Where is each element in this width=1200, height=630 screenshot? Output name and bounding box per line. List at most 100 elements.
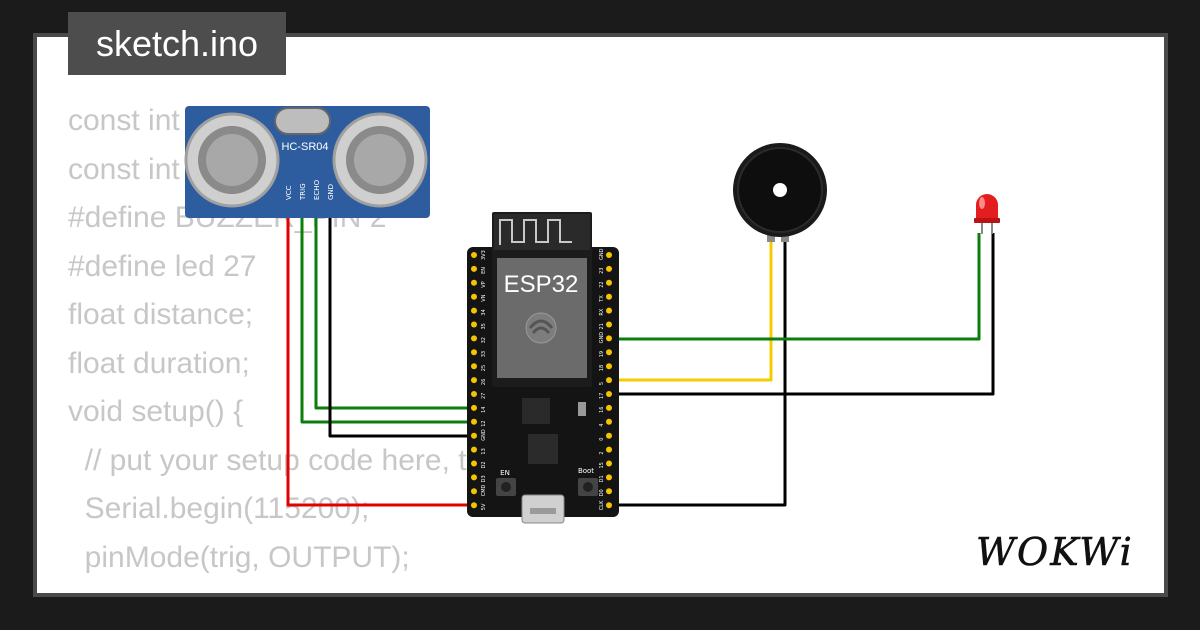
left-pin[interactable] (471, 265, 477, 272)
wire-led-green[interactable] (609, 233, 981, 341)
left-pin[interactable] (471, 488, 477, 495)
left-pin[interactable] (471, 391, 477, 397)
right-pin-label: 18 (599, 365, 605, 371)
code-line: float distance; (68, 298, 254, 331)
sensor-model-label: HC-SR04 (281, 141, 328, 153)
code-line: #define led 27 (68, 249, 257, 283)
left-pin-label: D2 (481, 461, 487, 468)
right-pin[interactable] (606, 474, 612, 481)
wire-vcc-red[interactable] (286, 205, 472, 507)
file-tab-label: sketch.ino (95, 22, 259, 64)
wire-led-black[interactable] (609, 233, 995, 396)
left-pin-label: CMD (481, 484, 487, 496)
code-line: void setup() { (68, 395, 244, 428)
left-pin[interactable] (471, 335, 477, 342)
right-pin-label: 15 (599, 462, 605, 468)
right-pin[interactable] (606, 446, 612, 453)
wire-echo-green[interactable] (314, 205, 472, 410)
left-pin[interactable] (471, 474, 477, 481)
right-pin-label: 17 (599, 393, 605, 399)
left-pin[interactable] (471, 418, 477, 425)
left-pin-label: 26 (481, 379, 487, 385)
left-pin-label: 27 (481, 393, 487, 399)
right-pin[interactable] (606, 265, 612, 272)
right-pin-label: TX (599, 295, 605, 303)
left-pin-label: 25 (481, 365, 487, 371)
right-pin-label: 0 (599, 438, 605, 441)
left-pin[interactable] (471, 307, 477, 314)
right-pin-label: D1 (599, 475, 605, 482)
right-pin[interactable] (606, 363, 612, 370)
left-pin[interactable] (471, 404, 477, 411)
left-pin[interactable] (471, 502, 477, 509)
right-pin[interactable] (606, 293, 612, 300)
right-pin[interactable] (606, 391, 612, 397)
wire-trig-green[interactable] (300, 205, 472, 424)
right-pin-label: GND (599, 332, 605, 344)
left-pin-label: EN (481, 267, 487, 274)
left-pin[interactable] (471, 293, 477, 300)
esp32-board[interactable]: ESP32 EN Boot 3V3ENVPVN34353233252627141… (467, 212, 619, 524)
right-pin-label: GND (599, 248, 605, 260)
right-pin[interactable] (606, 252, 612, 258)
sensor-pin-vcc: VCC (285, 185, 293, 200)
left-pin-label: 13 (481, 448, 487, 454)
right-pin[interactable] (606, 377, 612, 384)
left-pin[interactable] (471, 446, 477, 453)
right-pin[interactable] (606, 432, 612, 439)
left-pin[interactable] (471, 432, 477, 439)
right-pin-label: 19 (599, 351, 605, 357)
left-pin[interactable] (471, 377, 477, 384)
left-pin-label: VP (481, 281, 487, 287)
right-pin[interactable] (606, 335, 612, 342)
right-pin-label: 2 (599, 451, 605, 454)
left-pin[interactable] (471, 460, 477, 467)
right-pin[interactable] (606, 488, 612, 495)
sensor-pin-gnd: GND (327, 184, 335, 200)
left-pin-label: 32 (481, 337, 487, 343)
right-pin[interactable] (606, 307, 612, 314)
file-tab[interactable]: sketch.ino (68, 12, 286, 75)
ultrasonic-sensor[interactable]: HC-SR04 VCC TRIG ECHO GND (184, 106, 430, 218)
wokwi-logo-text: WOKWi (976, 530, 1134, 574)
right-pin[interactable] (606, 279, 612, 286)
code-line: pinMode(echo, INPUT); (68, 582, 617, 593)
right-pin[interactable] (606, 349, 612, 356)
right-pin-label: CLK (599, 500, 605, 510)
right-pin[interactable] (606, 321, 612, 328)
left-pin-header: 3V3ENVPVN343532332526271412GND13D2D3CMD5… (471, 250, 487, 510)
left-pin-label: 3V3 (481, 250, 487, 260)
buzzer[interactable] (733, 143, 827, 242)
right-pin[interactable] (606, 418, 612, 425)
left-pin-label: D3 (481, 475, 487, 482)
left-pin-label: 5V (481, 503, 487, 510)
red-led[interactable] (974, 194, 1000, 234)
left-pin[interactable] (471, 279, 477, 286)
right-pin-label: 21 (599, 323, 605, 329)
wire-gnd-black[interactable] (328, 205, 472, 438)
wokwi-logo: WOKWi (976, 527, 1151, 580)
right-pin-label: 5 (599, 382, 605, 385)
left-pin[interactable] (471, 349, 477, 356)
left-pin-label: 14 (481, 407, 487, 413)
esp32-label: ESP32 (504, 271, 579, 298)
left-pin[interactable] (471, 363, 477, 370)
en-label: EN (500, 469, 510, 477)
right-pin-label: 4 (599, 424, 605, 427)
left-pin-label: GND (481, 429, 487, 441)
left-pin-label: 35 (481, 323, 487, 329)
right-pin-label: 16 (599, 407, 605, 413)
right-pin-label: D0 (599, 489, 605, 496)
right-pin[interactable] (606, 404, 612, 411)
left-pin[interactable] (471, 252, 477, 258)
wires (286, 205, 995, 507)
right-pin-label: 22 (599, 281, 605, 287)
right-pin[interactable] (606, 460, 612, 467)
left-pin[interactable] (471, 321, 477, 328)
wire-buzzer-black[interactable] (609, 240, 787, 507)
code-line: pinMode(trig, OUTPUT); (68, 540, 410, 574)
right-pin[interactable] (606, 502, 612, 509)
wire-buzzer-yellow[interactable] (609, 240, 773, 382)
